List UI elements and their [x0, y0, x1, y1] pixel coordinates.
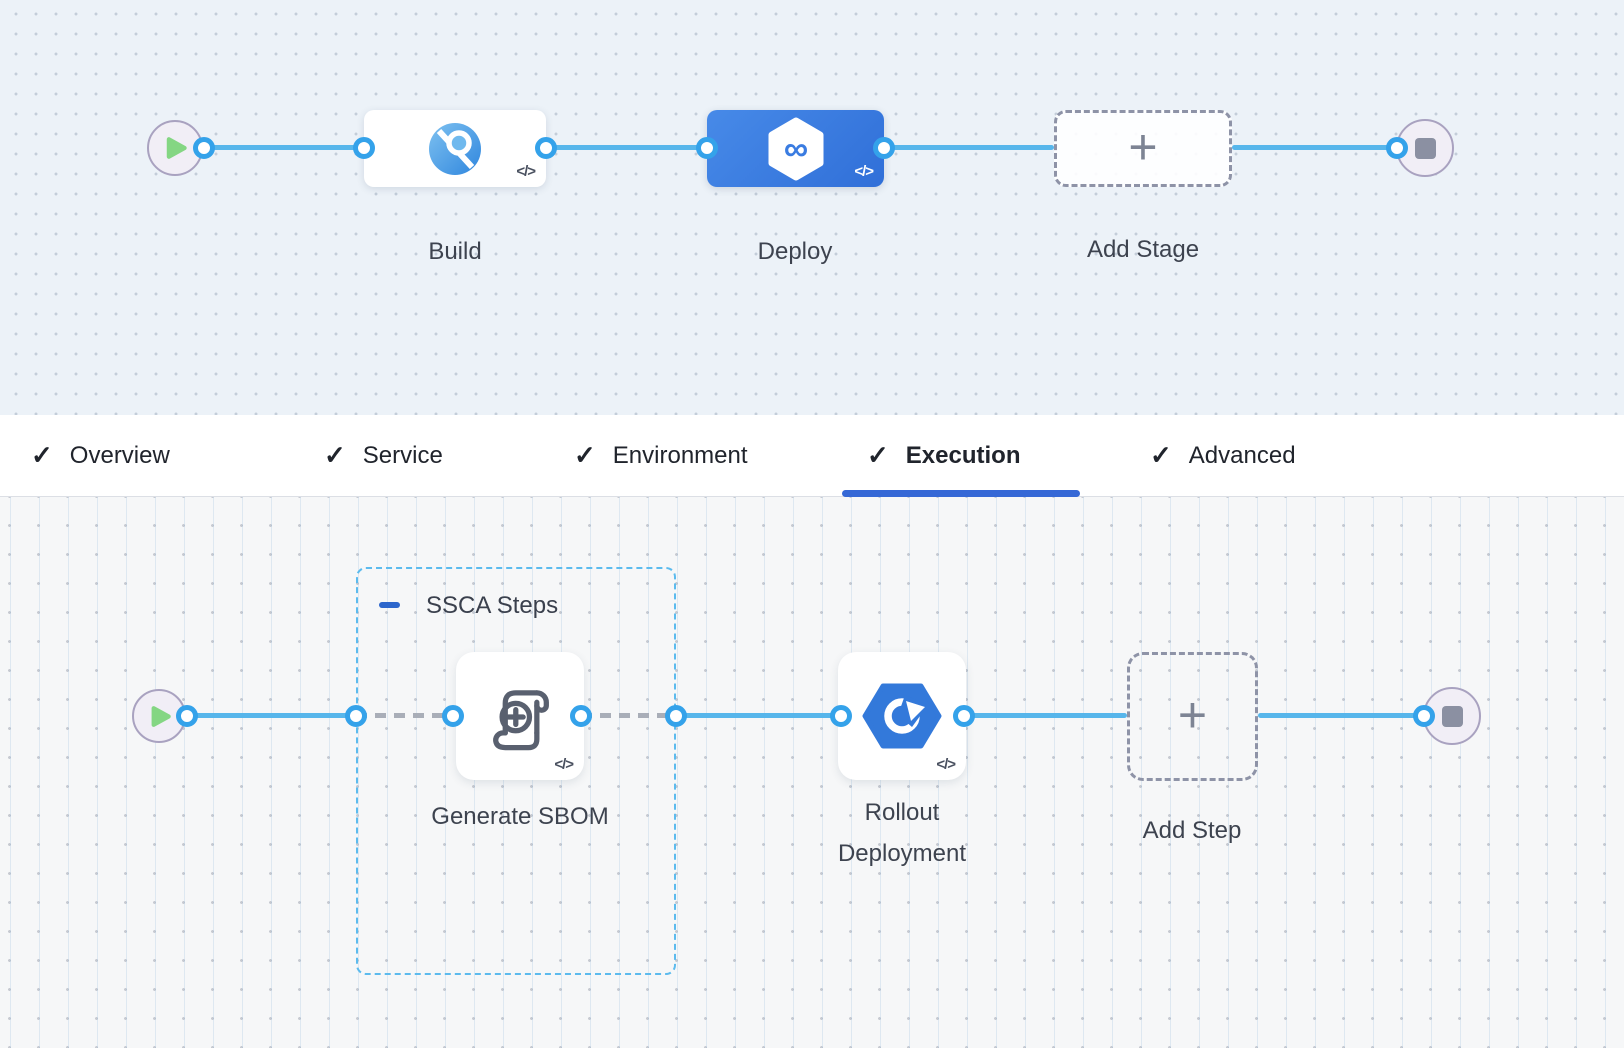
- tab-label: Service: [362, 441, 443, 469]
- play-icon: [166, 137, 187, 159]
- tab-overview[interactable]: ✓ Overview: [31, 415, 170, 496]
- connection-point[interactable]: [535, 137, 557, 159]
- check-icon: ✓: [867, 440, 889, 470]
- tab-label: Advanced: [1188, 441, 1296, 469]
- build-icon: [429, 122, 481, 175]
- code-toggle-icon[interactable]: </>: [516, 163, 536, 180]
- tab-label: Environment: [612, 441, 748, 469]
- stop-icon: [1441, 705, 1463, 727]
- step-group-label: SSCA Steps: [426, 592, 559, 619]
- connection-point[interactable]: [442, 705, 464, 727]
- step-node-rollout-deployment[interactable]: </>: [838, 652, 966, 780]
- tab-service[interactable]: ✓ Service: [324, 415, 443, 496]
- stage-label: Deploy: [757, 238, 833, 265]
- infinity-glyph: ∞: [783, 130, 807, 168]
- connector-line: [964, 713, 1127, 718]
- connector-line-dashed: [356, 713, 453, 718]
- stop-icon: [1414, 137, 1436, 159]
- tab-label: Execution: [905, 441, 1021, 469]
- sbom-scroll-icon: [493, 690, 549, 751]
- add-step-label: Add Step: [1142, 817, 1242, 844]
- stage-config-tabbar: ✓ Overview ✓ Service ✓ Environment ✓ Exe…: [0, 415, 1624, 497]
- rollout-deployment-icon: [862, 683, 942, 749]
- plus-icon: +: [1177, 686, 1208, 743]
- stage-label: Build: [428, 238, 482, 265]
- add-stage-label: Add Stage: [1086, 236, 1200, 263]
- connector-line: [187, 713, 356, 718]
- stage-node-build[interactable]: </>: [364, 110, 546, 187]
- code-toggle-icon[interactable]: </>: [854, 163, 874, 180]
- tab-environment[interactable]: ✓ Environment: [574, 415, 748, 496]
- check-icon: ✓: [31, 440, 53, 470]
- collapse-group-button[interactable]: [379, 602, 400, 608]
- connector-line: [546, 145, 707, 150]
- connection-point[interactable]: [345, 705, 367, 727]
- connection-point[interactable]: [353, 137, 375, 159]
- connection-point[interactable]: [570, 705, 592, 727]
- connector-line-dashed: [581, 713, 676, 718]
- step-label: Rollout Deployment: [837, 799, 967, 867]
- stage-canvas[interactable]: </> Build ∞ </> Deploy + Add Stage: [0, 0, 1624, 415]
- active-tab-indicator: [842, 490, 1080, 497]
- code-toggle-icon[interactable]: </>: [554, 756, 574, 773]
- connection-point[interactable]: [830, 705, 852, 727]
- tab-advanced[interactable]: ✓ Advanced: [1150, 415, 1296, 496]
- connection-point[interactable]: [873, 137, 895, 159]
- check-icon: ✓: [574, 440, 596, 470]
- connection-point[interactable]: [193, 137, 215, 159]
- add-stage-button[interactable]: +: [1054, 110, 1232, 187]
- connection-point[interactable]: [665, 705, 687, 727]
- check-icon: ✓: [324, 440, 346, 470]
- connection-point[interactable]: [176, 705, 198, 727]
- connection-point[interactable]: [1413, 705, 1435, 727]
- code-toggle-icon[interactable]: </>: [936, 756, 956, 773]
- step-label: Generate SBOM: [431, 803, 609, 830]
- connector-line: [204, 145, 364, 150]
- step-group-ssca: SSCA Steps: [356, 567, 676, 975]
- connector-line: [1258, 713, 1424, 718]
- connector-line: [1232, 145, 1397, 150]
- connector-line: [676, 713, 841, 718]
- connection-point[interactable]: [1386, 137, 1408, 159]
- plus-icon: +: [1128, 118, 1158, 175]
- add-step-button[interactable]: +: [1127, 652, 1258, 781]
- connection-point[interactable]: [696, 137, 718, 159]
- execution-canvas[interactable]: SSCA Steps </> Generate SBOM: [0, 497, 1624, 1048]
- step-node-generate-sbom[interactable]: </>: [456, 652, 584, 780]
- connector-line: [884, 145, 1054, 150]
- check-icon: ✓: [1150, 440, 1172, 470]
- connection-point[interactable]: [953, 705, 975, 727]
- tab-label: Overview: [69, 441, 170, 469]
- stage-node-deploy[interactable]: ∞ </>: [707, 110, 884, 187]
- play-icon: [151, 705, 171, 727]
- tab-execution[interactable]: ✓ Execution: [867, 415, 1021, 496]
- deploy-icon: ∞: [768, 117, 823, 180]
